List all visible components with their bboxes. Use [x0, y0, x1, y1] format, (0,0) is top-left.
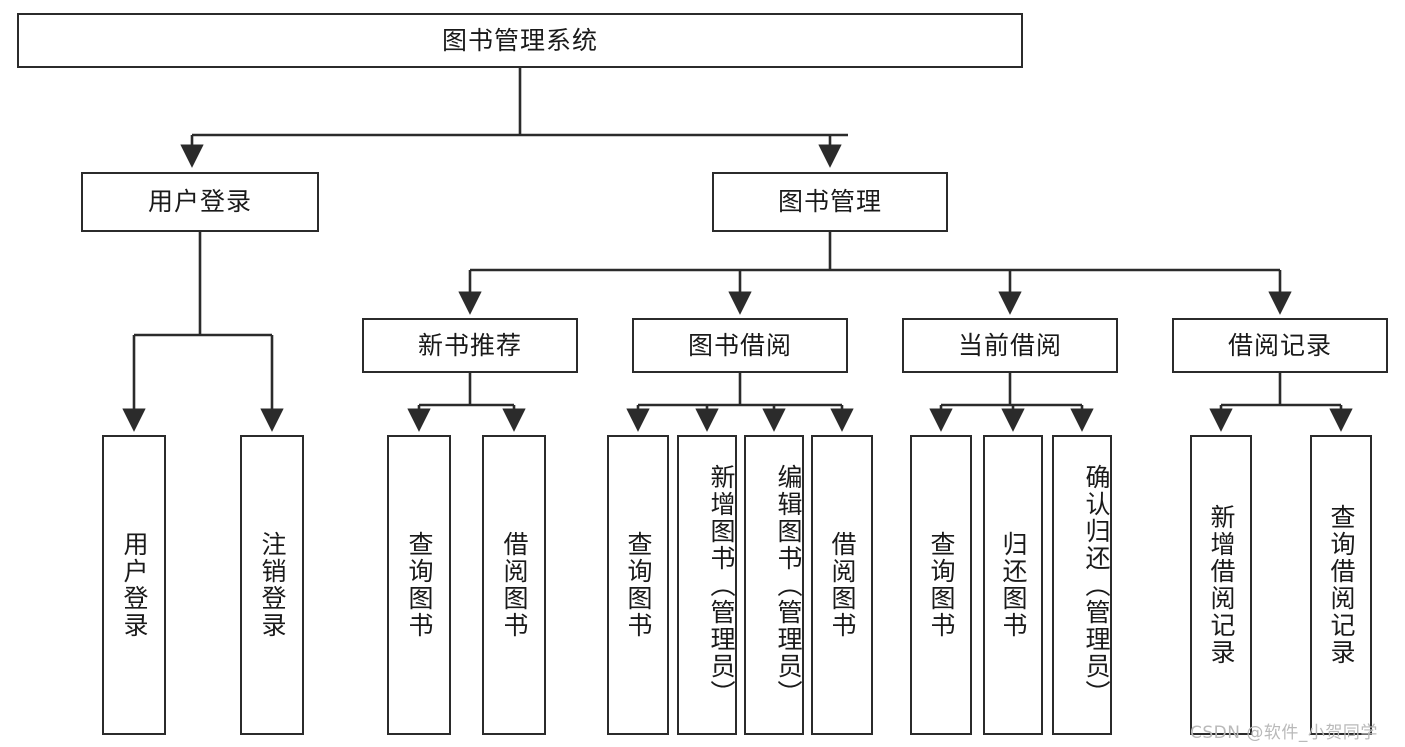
node-leaf-add-borrow-record[interactable]: 新增借阅记录 [1190, 435, 1252, 735]
node-user-login[interactable]: 用户登录 [81, 172, 319, 232]
node-leaf-add-book-admin[interactable]: 新增图书（管理员） [677, 435, 737, 735]
node-leaf-query-book-recommend[interactable]: 查询图书 [387, 435, 451, 735]
node-root-system[interactable]: 图书管理系统 [17, 13, 1023, 68]
node-book-borrow[interactable]: 图书借阅 [632, 318, 848, 373]
node-book-management[interactable]: 图书管理 [712, 172, 948, 232]
node-borrow-record[interactable]: 借阅记录 [1172, 318, 1388, 373]
node-leaf-borrow-book[interactable]: 借阅图书 [811, 435, 873, 735]
csdn-watermark: CSDN @软件_小贺同学 [1190, 723, 1378, 743]
node-leaf-confirm-return-admin[interactable]: 确认归还（管理员） [1052, 435, 1112, 735]
node-leaf-user-logout[interactable]: 注销登录 [240, 435, 304, 735]
node-leaf-query-book-borrow[interactable]: 查询图书 [607, 435, 669, 735]
node-leaf-edit-book-admin[interactable]: 编辑图书（管理员） [744, 435, 804, 735]
node-leaf-return-book[interactable]: 归还图书 [983, 435, 1043, 735]
node-leaf-user-login[interactable]: 用户登录 [102, 435, 166, 735]
node-new-book-recommend[interactable]: 新书推荐 [362, 318, 578, 373]
node-leaf-query-borrow-record[interactable]: 查询借阅记录 [1310, 435, 1372, 735]
node-leaf-borrow-book-recommend[interactable]: 借阅图书 [482, 435, 546, 735]
node-current-borrow[interactable]: 当前借阅 [902, 318, 1118, 373]
node-leaf-query-book-current[interactable]: 查询图书 [910, 435, 972, 735]
